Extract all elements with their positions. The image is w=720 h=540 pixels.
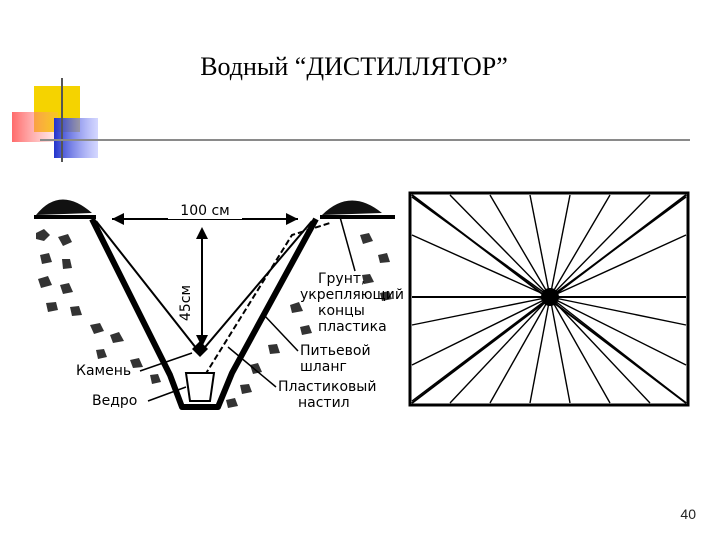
depth-dimension [196,227,208,347]
hose-leader [263,314,299,352]
bucket-leader [147,386,187,402]
width-label: 100 см [180,203,229,219]
right-soil-mound [322,200,382,215]
depth-label: 45см [178,285,194,321]
soil-label-line2: укрепляющий [300,287,404,303]
hose-label-line2: шланг [300,359,347,375]
film-label-line2: настил [298,395,350,411]
soil-label-line1: Грунт, [318,271,365,287]
top-view [408,191,690,407]
soil-leader [339,216,356,272]
width-dimension [112,201,298,225]
film-label-line1: Пластиковый [278,379,376,395]
stone-leader [139,352,193,372]
soil-label-line3: концы [318,303,365,319]
distiller-diagram: 100 см 45см Грунт, укрепляющий концы пла… [34,191,690,411]
ground-texture [36,229,392,408]
bucket [184,372,216,402]
left-soil-mound [36,199,92,215]
pit-outline [89,217,319,410]
logo-red-bar [12,112,58,142]
cross-section: 100 см 45см Грунт, укрепляющий концы пла… [34,199,404,411]
stone-label: Камень [76,363,131,379]
top-view-center-stone [541,288,559,306]
stone [192,341,208,357]
hose-label-line1: Питьевой [300,343,371,359]
film-leader [227,346,277,388]
logo-blue-bar [54,118,98,158]
slide-title: Водный “ДИСТИЛЛЯТОР” [200,52,508,81]
slide-logo [12,78,690,162]
drinking-hose [204,222,331,376]
top-view-rays [411,194,687,404]
soil-label-line4: пластика [318,319,387,335]
page-number: 40 [680,506,696,522]
bucket-label: Ведро [92,393,137,409]
